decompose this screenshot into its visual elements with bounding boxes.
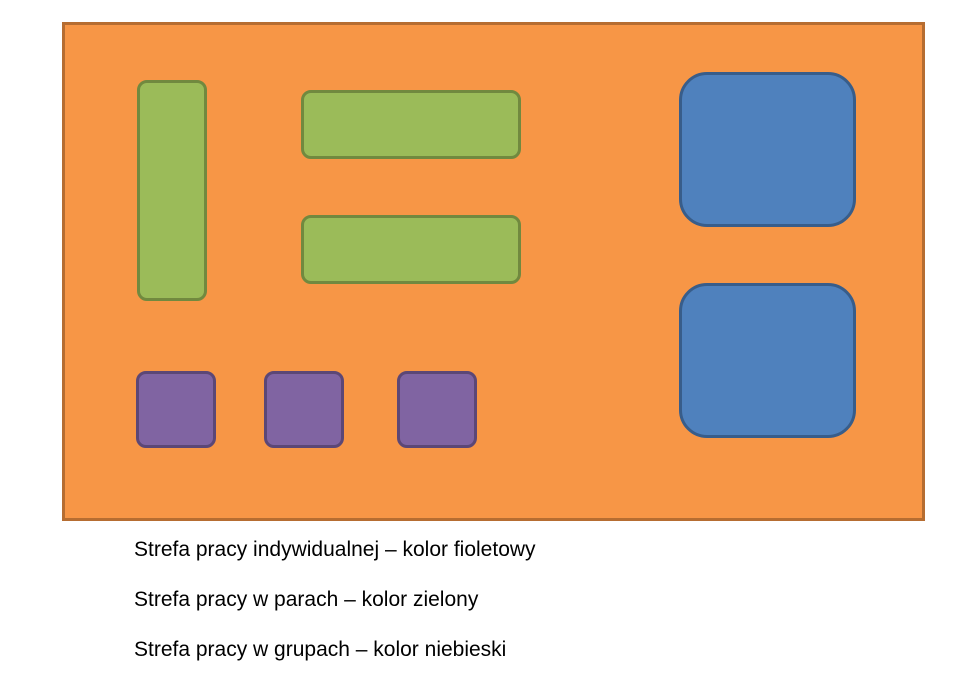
pair-desk-top [301,90,521,159]
individual-desk-1 [136,371,216,448]
pair-desk-middle [301,215,521,284]
pair-desk-vertical [137,80,207,301]
legend-individual: Strefa pracy indywidualnej – kolor fiole… [134,538,536,561]
legend-pairs: Strefa pracy w parach – kolor zielony [134,588,479,611]
group-table-1 [679,72,856,227]
individual-desk-3 [397,371,477,448]
individual-desk-2 [264,371,344,448]
classroom-area [62,22,925,521]
group-table-2 [679,283,856,438]
legend-groups: Strefa pracy w grupach – kolor niebieski [134,638,507,661]
